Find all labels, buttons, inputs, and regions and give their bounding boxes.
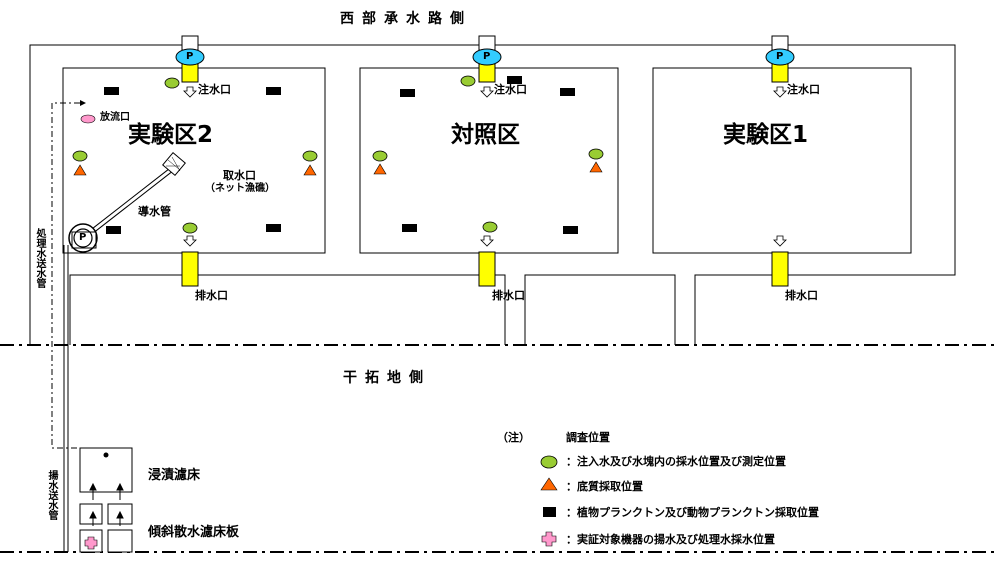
filter-cell: [107, 529, 133, 553]
flow-arrow-icons: [183, 86, 787, 247]
pump-box: [71, 231, 97, 249]
legend-item-triangle: ：底質採取位置: [566, 480, 643, 493]
arrow-icon: [80, 100, 86, 106]
conduit-pipe-inner: [89, 164, 177, 235]
inlet-right: [765, 35, 795, 83]
legend-title: 調査位置: [566, 431, 610, 444]
orange-triangle-icons: [73, 161, 603, 176]
outlet-left: [181, 251, 199, 287]
net-pattern: [166, 156, 181, 172]
pump-label: P: [776, 51, 784, 62]
inlet-center: [472, 35, 502, 83]
intake-label: 取水口: [223, 169, 256, 182]
outlet-label-right: 排水口: [785, 289, 818, 302]
plot-name-left: 実験区2: [128, 122, 214, 148]
reclaimed-land-label: 干拓地側: [343, 370, 431, 386]
green-circle-icons: [72, 75, 604, 234]
legend-note: （注）: [497, 431, 530, 444]
outlet-label-left: 排水口: [195, 289, 228, 302]
pump-station-inner: [73, 228, 93, 248]
slope-filter-label: 傾斜散水濾床板: [148, 525, 240, 540]
inlet-label-right: 注水口: [787, 83, 820, 96]
black-square-icons: [104, 76, 578, 234]
pump-label: P: [186, 51, 194, 62]
inlet-label-left: 注水口: [198, 83, 231, 96]
outlet-right: [771, 251, 789, 287]
filter-cell: [79, 503, 103, 525]
treated-water-pipe-label: 処理水送水管: [34, 228, 45, 288]
inlet-left: [175, 35, 205, 83]
legend-green-circle-icon: [540, 455, 558, 469]
plot-name-center: 対照区: [451, 122, 520, 148]
outlet-center: [478, 251, 496, 287]
soak-filter-label: 浸漬濾床: [148, 468, 201, 483]
pink-cross-icon: [84, 536, 98, 550]
boundary-lines: [29, 44, 956, 345]
treated-water-pipe: [51, 102, 80, 449]
legend-item-square: ：植物プランクトン及び動物プランクトン採取位置: [566, 506, 819, 519]
discharge-label: 放流口: [100, 112, 130, 123]
intake-note-label: （ネット漁礁）: [205, 183, 275, 194]
pump-label: P: [79, 232, 87, 243]
west-channel-label: 西部承水路側: [340, 11, 472, 27]
legend-item-cross: ：実証対象機器の揚水及び処理水採水位置: [566, 533, 775, 546]
legend-black-square-icon: [543, 507, 556, 517]
plot-right: [652, 67, 912, 254]
legend-item-circle: ：注入水及び水塊内の採水位置及び測定位置: [566, 455, 786, 468]
legend-pink-cross-icon: [541, 531, 557, 547]
pump-label: P: [483, 51, 491, 62]
plot-name-right: 実験区1: [723, 122, 809, 148]
drain-pipe-label: 揚水送水管: [46, 470, 57, 520]
outlet-label-center: 排水口: [492, 289, 525, 302]
discharge-marker: [80, 114, 96, 124]
outlet-dot-icon: [103, 452, 109, 458]
inlet-label-center: 注水口: [494, 83, 527, 96]
legend-orange-triangle-icon: [540, 477, 558, 491]
up-arrow-icons: [89, 482, 124, 526]
pipe-label: 導水管: [138, 205, 171, 218]
